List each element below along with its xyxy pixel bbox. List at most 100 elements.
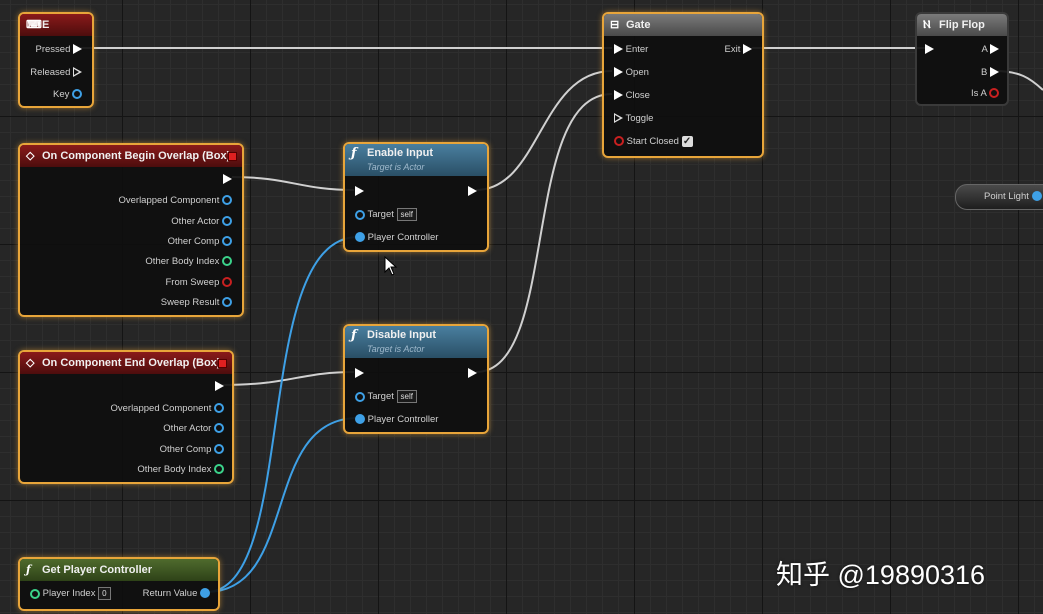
pin-enable-exec-out[interactable] bbox=[468, 185, 477, 199]
exec-pin-icon[interactable] bbox=[468, 186, 477, 197]
object-pin-icon[interactable] bbox=[222, 236, 232, 247]
pin-a[interactable]: A bbox=[982, 43, 999, 57]
get-player-controller-node[interactable]: ƒ Get Player Controller Player Index 0 R… bbox=[18, 557, 220, 611]
pin-disable-exec-out[interactable] bbox=[468, 367, 477, 381]
object-pin-icon[interactable] bbox=[214, 403, 224, 414]
struct-pin-icon[interactable] bbox=[72, 89, 82, 100]
exec-pin-icon[interactable] bbox=[614, 113, 623, 124]
start-closed-checkbox[interactable]: ✓ bbox=[681, 135, 693, 147]
pin-released[interactable]: Released bbox=[30, 66, 82, 80]
exec-pin-icon[interactable] bbox=[468, 368, 477, 379]
object-pin-icon[interactable] bbox=[355, 391, 365, 402]
object-pin-icon[interactable] bbox=[355, 209, 365, 220]
flip-flop-node[interactable]: Ⲛ Flip Flop A B Is A bbox=[915, 12, 1009, 106]
pin-other-body-index[interactable]: Other Body Index bbox=[145, 255, 232, 269]
pin-start-closed[interactable]: Start Closed ✓ bbox=[614, 135, 693, 149]
gate-node[interactable]: ⊟ Gate Enter Exit Open Close Toggle Star… bbox=[602, 12, 764, 158]
exec-pin-icon[interactable] bbox=[925, 44, 934, 55]
object-pin-icon[interactable] bbox=[355, 414, 365, 425]
exec-pin-icon[interactable] bbox=[73, 44, 82, 55]
exec-pin-icon[interactable] bbox=[223, 174, 232, 185]
bool-pin-icon[interactable] bbox=[989, 88, 999, 99]
pin-b[interactable]: B bbox=[981, 66, 999, 80]
exec-pin-icon[interactable] bbox=[990, 67, 999, 78]
exec-pin-icon[interactable] bbox=[614, 67, 623, 78]
bool-pin-icon[interactable] bbox=[614, 136, 624, 147]
exec-pin-icon[interactable] bbox=[355, 186, 364, 197]
disable-input-node[interactable]: ƒ Disable Input Target is Actor Target s… bbox=[343, 324, 489, 434]
pin-is-a[interactable]: Is A bbox=[971, 87, 999, 101]
event-close-icon[interactable] bbox=[228, 152, 237, 161]
player-index-value-box[interactable]: 0 bbox=[98, 587, 111, 600]
point-light-node[interactable]: Point Light bbox=[955, 184, 1043, 210]
int-pin-icon[interactable] bbox=[30, 588, 40, 599]
object-pin-icon[interactable] bbox=[222, 216, 232, 227]
pin-player-controller-label: Player Controller bbox=[367, 232, 439, 243]
pin-other-actor[interactable]: Other Actor bbox=[171, 215, 232, 229]
exec-pin-icon[interactable] bbox=[614, 44, 623, 55]
end-overlap-header[interactable]: ◇ On Component End Overlap (Box) bbox=[20, 352, 232, 374]
exec-pin-icon[interactable] bbox=[215, 381, 224, 392]
pin-close-label: Close bbox=[625, 90, 650, 101]
pin-overlapped-component[interactable]: Overlapped Component bbox=[110, 402, 224, 416]
pin-return-value[interactable]: Return Value bbox=[143, 587, 210, 601]
pin-other-body-index[interactable]: Other Body Index bbox=[137, 463, 224, 477]
pin-enter[interactable]: Enter bbox=[614, 43, 648, 57]
pin-exit[interactable]: Exit bbox=[725, 43, 752, 57]
pin-end-exec-out[interactable] bbox=[215, 380, 224, 394]
pin-other-comp[interactable]: Other Comp bbox=[168, 235, 232, 249]
flip-flop-header[interactable]: Ⲛ Flip Flop bbox=[917, 14, 1007, 36]
enable-input-header[interactable]: ƒ Enable Input Target is Actor bbox=[345, 144, 487, 176]
pin-target[interactable]: Target self bbox=[355, 390, 417, 404]
pin-overlapped-component[interactable]: Overlapped Component bbox=[118, 194, 232, 208]
e-key-header[interactable]: ⌨ E bbox=[20, 14, 92, 36]
pin-disable-exec-in[interactable] bbox=[355, 367, 364, 381]
exec-pin-icon[interactable] bbox=[355, 368, 364, 379]
pin-flip-flop-in[interactable] bbox=[925, 43, 934, 57]
int-pin-icon[interactable] bbox=[214, 464, 224, 475]
object-wire-pc-enable bbox=[205, 236, 359, 593]
begin-overlap-node[interactable]: ◇ On Component Begin Overlap (Box) Overl… bbox=[18, 143, 244, 317]
object-pin-icon[interactable] bbox=[222, 195, 232, 206]
event-close-icon[interactable] bbox=[218, 359, 227, 368]
object-pin-icon[interactable] bbox=[1031, 191, 1042, 202]
gate-header[interactable]: ⊟ Gate bbox=[604, 14, 762, 36]
target-value-box[interactable]: self bbox=[396, 208, 417, 221]
pin-enable-exec-in[interactable] bbox=[355, 185, 364, 199]
pin-player-controller[interactable]: Player Controller bbox=[355, 231, 438, 245]
int-pin-icon[interactable] bbox=[222, 256, 232, 267]
struct-pin-icon[interactable] bbox=[222, 297, 232, 308]
bool-pin-icon[interactable] bbox=[222, 277, 232, 288]
get-player-controller-header[interactable]: ƒ Get Player Controller bbox=[20, 559, 218, 581]
pin-other-comp[interactable]: Other Comp bbox=[160, 443, 224, 457]
pin-close[interactable]: Close bbox=[614, 89, 650, 103]
target-value-box[interactable]: self bbox=[396, 390, 417, 403]
pin-from-sweep[interactable]: From Sweep bbox=[166, 276, 232, 290]
exec-pin-icon[interactable] bbox=[743, 44, 752, 55]
gate-title: Gate bbox=[626, 19, 651, 31]
object-pin-icon[interactable] bbox=[214, 423, 224, 434]
exec-pin-icon[interactable] bbox=[614, 90, 623, 101]
disable-input-header[interactable]: ƒ Disable Input Target is Actor bbox=[345, 326, 487, 358]
exec-pin-icon[interactable] bbox=[73, 67, 82, 78]
pin-target[interactable]: Target self bbox=[355, 208, 417, 222]
pin-other-actor[interactable]: Other Actor bbox=[163, 422, 224, 436]
begin-overlap-header[interactable]: ◇ On Component Begin Overlap (Box) bbox=[20, 145, 242, 167]
pin-player-index[interactable]: Player Index 0 bbox=[30, 587, 111, 601]
e-key-node[interactable]: ⌨ E Pressed Released Key bbox=[18, 12, 94, 108]
disable-input-subtitle: Target is Actor bbox=[367, 344, 425, 354]
object-pin-icon[interactable] bbox=[355, 232, 365, 243]
pin-sweep-result[interactable]: Sweep Result bbox=[161, 296, 232, 310]
pin-toggle[interactable]: Toggle bbox=[614, 112, 653, 126]
pin-key[interactable]: Key bbox=[53, 88, 82, 102]
object-pin-icon[interactable] bbox=[200, 588, 210, 599]
pin-open[interactable]: Open bbox=[614, 66, 649, 80]
pin-pressed[interactable]: Pressed bbox=[36, 43, 82, 57]
pin-begin-exec-out[interactable] bbox=[223, 173, 232, 187]
exec-pin-icon[interactable] bbox=[990, 44, 999, 55]
pin-player-controller[interactable]: Player Controller bbox=[355, 413, 438, 427]
enable-input-node[interactable]: ƒ Enable Input Target is Actor Target se… bbox=[343, 142, 489, 252]
object-pin-icon[interactable] bbox=[214, 444, 224, 455]
end-overlap-node[interactable]: ◇ On Component End Overlap (Box) Overlap… bbox=[18, 350, 234, 484]
